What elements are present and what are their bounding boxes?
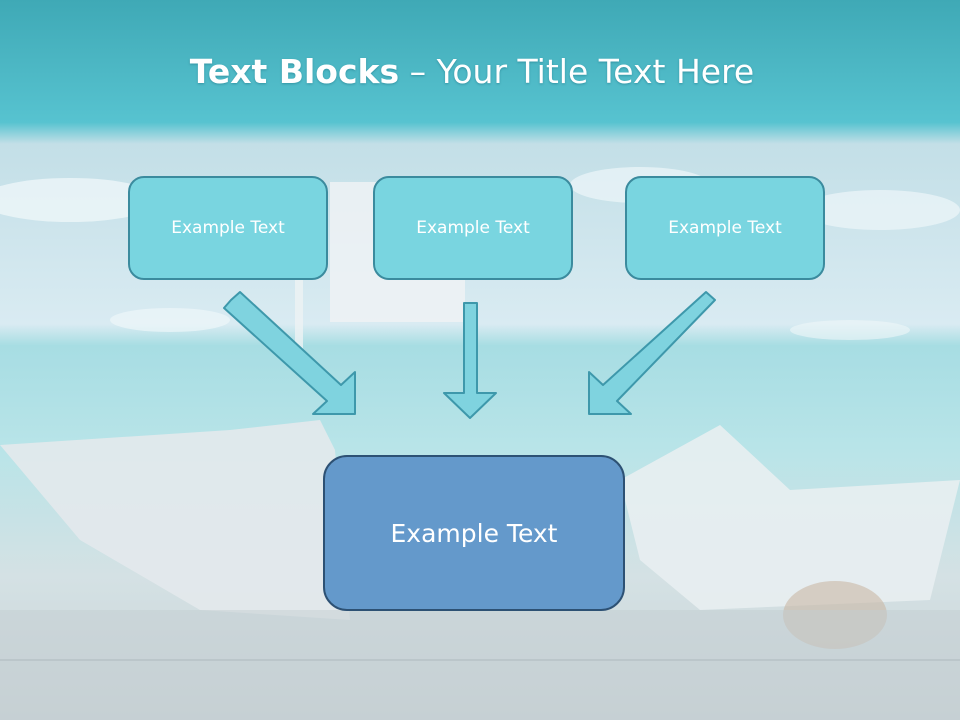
- text-block-center[interactable]: Example Text: [373, 176, 573, 280]
- title-rest: – Your Title Text Here: [399, 52, 755, 91]
- text-block-center-label: Example Text: [416, 218, 530, 238]
- text-block-right[interactable]: Example Text: [625, 176, 825, 280]
- text-block-right-label: Example Text: [668, 218, 782, 238]
- text-block-left-label: Example Text: [171, 218, 285, 238]
- arrow-left: [223, 291, 356, 415]
- text-block-left[interactable]: Example Text: [128, 176, 328, 280]
- arrow-center: [443, 302, 497, 419]
- page-title: Text Blocks – Your Title Text Here: [0, 52, 944, 91]
- arrow-right: [588, 291, 716, 415]
- text-block-main-label: Example Text: [390, 518, 558, 548]
- title-bold: Text Blocks: [189, 52, 400, 91]
- text-block-main[interactable]: Example Text: [323, 455, 625, 611]
